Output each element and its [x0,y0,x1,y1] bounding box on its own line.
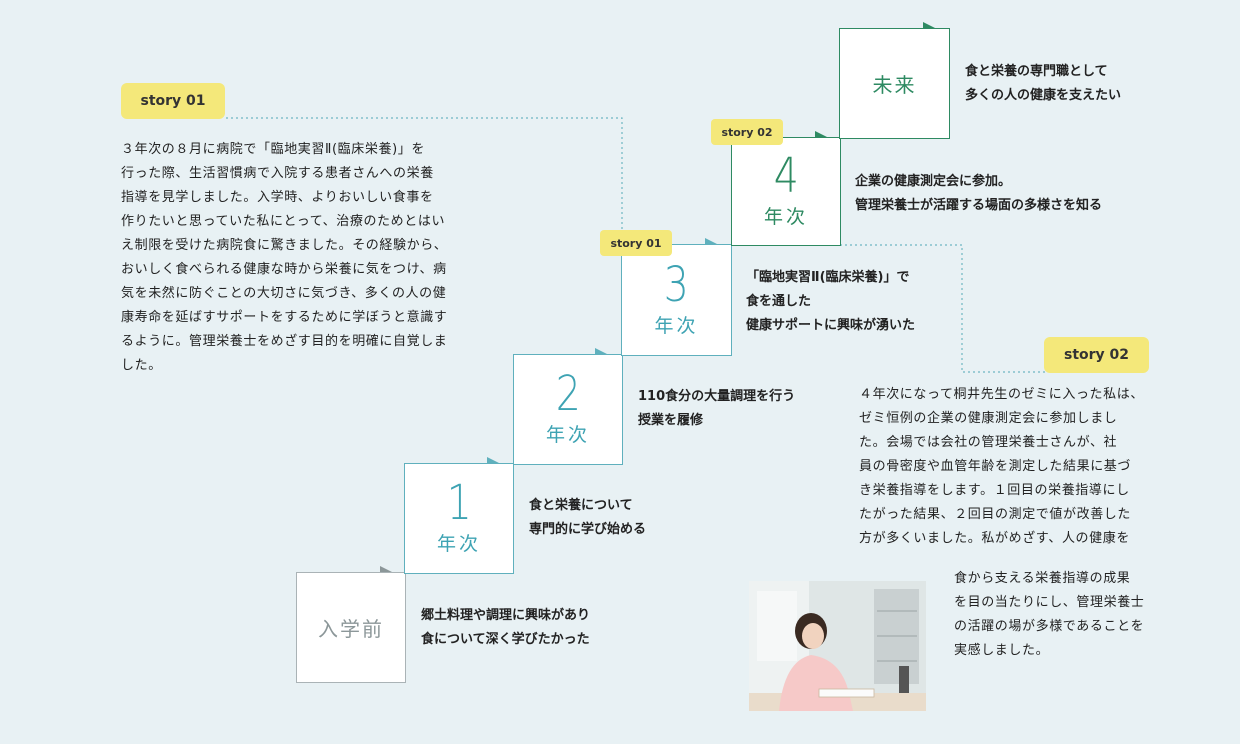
caption-year1-line: 専門的に学び始める [529,522,647,537]
step-number-year1: 1 [446,475,472,531]
story02-line: き栄養指導をします。１回目の栄養指導にし [859,483,1130,498]
story02-tag-label: story 02 [1063,347,1130,363]
story01-small-tag-label: story 01 [610,236,662,250]
caption-year3: 「臨地実習Ⅱ(臨床栄養)」で 食を通した 健康サポートに興味が湧いた [746,266,915,338]
caption-pre: 郷土料理や調理に興味があり 食について深く学びたかった [421,604,590,652]
story01-line: した。 [121,358,162,373]
story02-text-continued: 食から支える栄養指導の成果 を目の当たりにし、管理栄養士 の活躍の場が多様である… [954,567,1154,663]
step-label-future: 未来 [872,73,917,97]
story01-line: 康寿命を延ばすサポートをするために学ぼうと意識す [121,310,448,325]
caption-future-line: 食と栄養の専門職として [965,64,1108,79]
story02-line: の活躍の場が多様であることを [954,619,1145,634]
student-photo-illustration [749,581,926,711]
story02-line: たがった結果、２回目の測定で値が改善した [859,507,1132,522]
story02-line: ４年次になって桐井先生のゼミに入った私は、 [859,387,1144,402]
step-number-year2: 2 [555,366,581,422]
story02-small-tag: story 02 [711,119,783,145]
caption-year2: 110食分の大量調理を行う 授業を履修 [638,385,795,433]
step-number-year4: 4 [773,148,799,204]
story01-tag: story 01 [121,83,225,119]
story02-line: 実感しました。 [954,643,1050,658]
story02-line: ゼミ恒例の企業の健康測定会に参加しまし [859,411,1118,426]
story01-tag-label: story 01 [140,93,206,109]
story01-line: おいしく食べられる健康な時から栄養に気をつけ、病 [121,262,447,277]
caption-year4-line: 企業の健康測定会に参加。 [855,174,1012,189]
caption-year4: 企業の健康測定会に参加。 管理栄養士が活躍する場面の多様さを知る [855,170,1102,218]
caption-year3-line: 「臨地実習Ⅱ(臨床栄養)」で [746,270,910,285]
step-unit-year2: 年次 [545,424,590,446]
caption-pre-line: 郷土料理や調理に興味があり [421,608,591,623]
story02-line: 食から支える栄養指導の成果 [954,571,1131,586]
story01-line: ３年次の８月に病院で「臨地実習Ⅱ(臨床栄養)」を [121,142,425,157]
story02-line: を目の当たりにし、管理栄養士 [954,595,1145,610]
caption-year2-line: 授業を履修 [638,413,704,428]
caption-future-line: 多くの人の健康を支えたい [965,88,1122,103]
caption-year1: 食と栄養について 専門的に学び始める [529,494,646,542]
step-box-pre-enrollment: 入学前 [296,572,406,683]
story02-tag: story 02 [1044,337,1149,373]
step-box-year2: 2 年次 [513,354,623,465]
story01-dotted-leader [226,117,623,242]
caption-year3-line: 食を通した [746,294,812,309]
story01-line: るように。管理栄養士をめざす目的を明確に自覚しま [121,334,448,349]
story02-line: 員の骨密度や血管年齢を測定した結果に基づ [859,459,1132,474]
story01-small-tag: story 01 [600,230,672,256]
story01-line: 作りたいと思っていた私にとって、治療のためとはい [121,214,446,229]
step-box-year3: 3 年次 [621,244,732,356]
story01-text: ３年次の８月に病院で「臨地実習Ⅱ(臨床栄養)」を 行った際、生活習慣病で入院する… [121,138,471,378]
step-unit-year1: 年次 [436,533,481,555]
step-unit-year4: 年次 [763,206,808,228]
step-unit-year3: 年次 [654,314,699,337]
caption-year4-line: 管理栄養士が活躍する場面の多様さを知る [855,198,1103,213]
step-box-year1: 1 年次 [404,463,514,574]
step-label-pre: 入学前 [318,617,384,641]
caption-future: 食と栄養の専門職として 多くの人の健康を支えたい [965,60,1121,108]
story02-line: 方が多くいました。私がめざす、人の健康を [859,531,1130,546]
story01-line: 気を未然に防ぐことの大切さに気づき、多くの人の健 [121,286,447,301]
step-box-year4: 4 年次 [731,137,841,246]
story01-line: 行った際、生活習慣病で入院する患者さんへの栄養 [121,166,434,181]
student-photo [749,581,926,711]
caption-pre-line: 食について深く学びたかった [421,632,590,647]
story01-line: 指導を見学しました。入学時、よりおいしい食事を [121,190,434,205]
caption-year3-line: 健康サポートに興味が湧いた [746,318,916,333]
story01-line: え制限を受けた病院食に驚きました。その経験から、 [121,238,448,253]
story02-dotted-leader [840,244,1046,373]
step-box-future: 未来 [839,28,950,139]
caption-year1-line: 食と栄養について [529,498,633,513]
story02-line: た。会場では会社の管理栄養士さんが、社 [859,435,1118,450]
caption-year2-line: 110食分の大量調理を行う [638,389,796,404]
step-number-year3: 3 [663,256,690,313]
story02-small-tag-label: story 02 [721,125,773,139]
story02-text: ４年次になって桐井先生のゼミに入った私は、 ゼミ恒例の企業の健康測定会に参加しま… [859,383,1159,551]
